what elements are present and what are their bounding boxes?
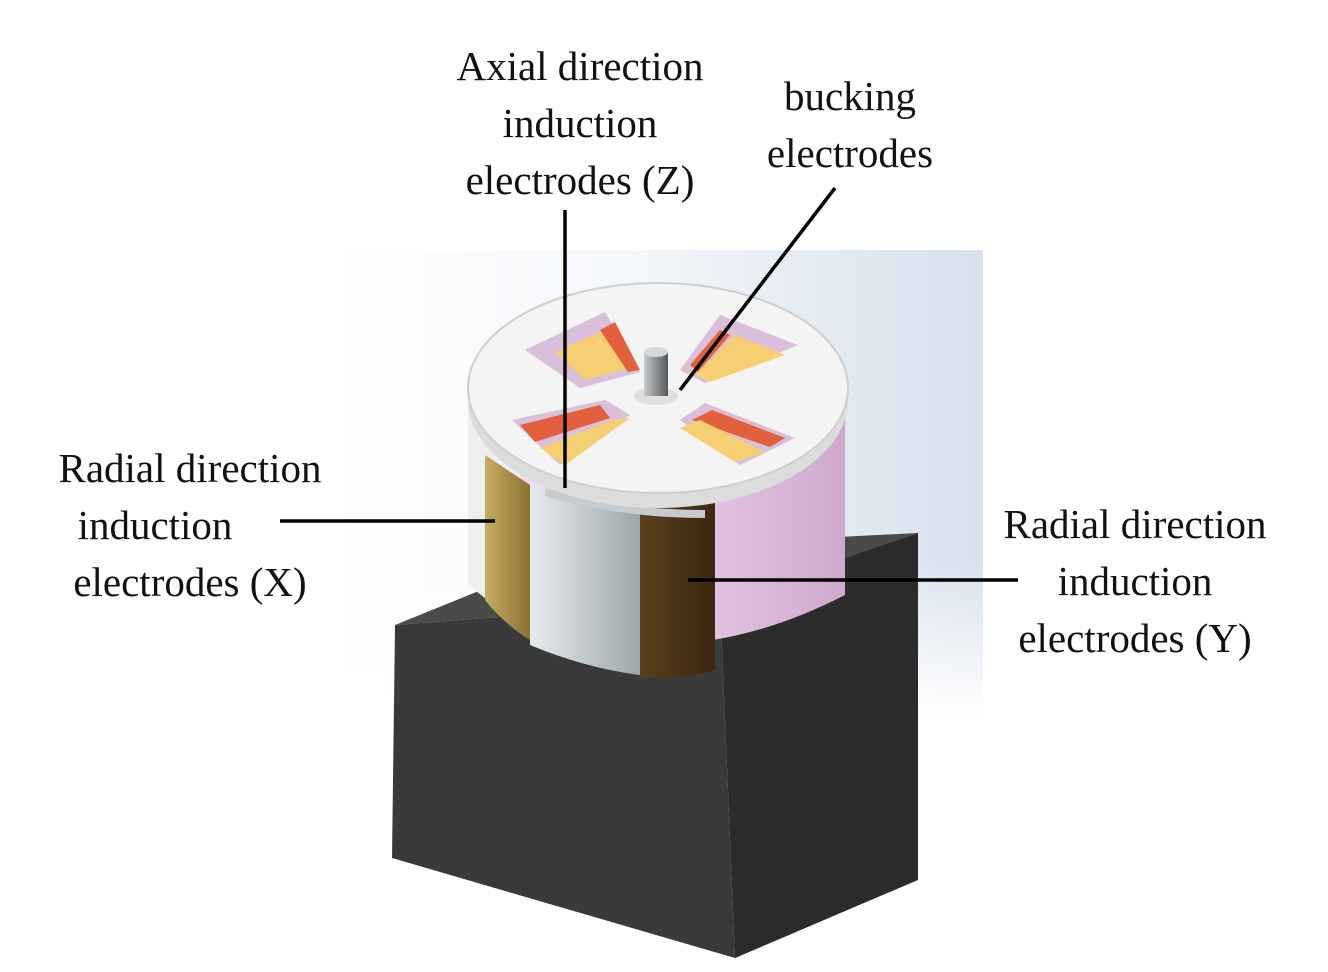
leader-lines bbox=[280, 186, 1018, 582]
radial-electrode-middle bbox=[530, 485, 640, 675]
label-line: induction bbox=[1057, 558, 1213, 604]
center-post bbox=[634, 347, 678, 405]
label-line: Radial direction bbox=[58, 445, 322, 491]
radial-electrode-x bbox=[485, 455, 530, 640]
label-line: induction bbox=[77, 502, 233, 548]
label-line: bucking bbox=[783, 73, 917, 119]
label-axial-electrodes-z: Axial direction induction electrodes (Z) bbox=[430, 38, 730, 209]
label-line: electrodes (Y) bbox=[1018, 615, 1252, 661]
top-disc bbox=[467, 282, 849, 508]
label-line: electrodes bbox=[766, 130, 934, 176]
label-line: electrodes (Z) bbox=[465, 157, 695, 203]
bucking-pad bbox=[680, 420, 765, 462]
radial-electrode-y bbox=[640, 500, 715, 679]
leader-line-bucking bbox=[678, 186, 837, 392]
label-radial-electrodes-y: Radial direction induction electrodes (Y… bbox=[975, 496, 1295, 667]
axial-pad bbox=[600, 322, 640, 372]
label-bucking-electrodes: bucking electrodes bbox=[740, 68, 960, 182]
label-line: electrodes (X) bbox=[73, 559, 307, 605]
bucking-pad bbox=[540, 418, 630, 465]
bucking-pad bbox=[695, 335, 785, 382]
label-line: Axial direction bbox=[456, 43, 704, 89]
label-line: induction bbox=[502, 100, 658, 146]
axial-pad bbox=[692, 410, 785, 447]
label-line: Radial direction bbox=[1003, 501, 1267, 547]
label-radial-electrodes-x: Radial direction induction electrodes (X… bbox=[30, 440, 350, 611]
